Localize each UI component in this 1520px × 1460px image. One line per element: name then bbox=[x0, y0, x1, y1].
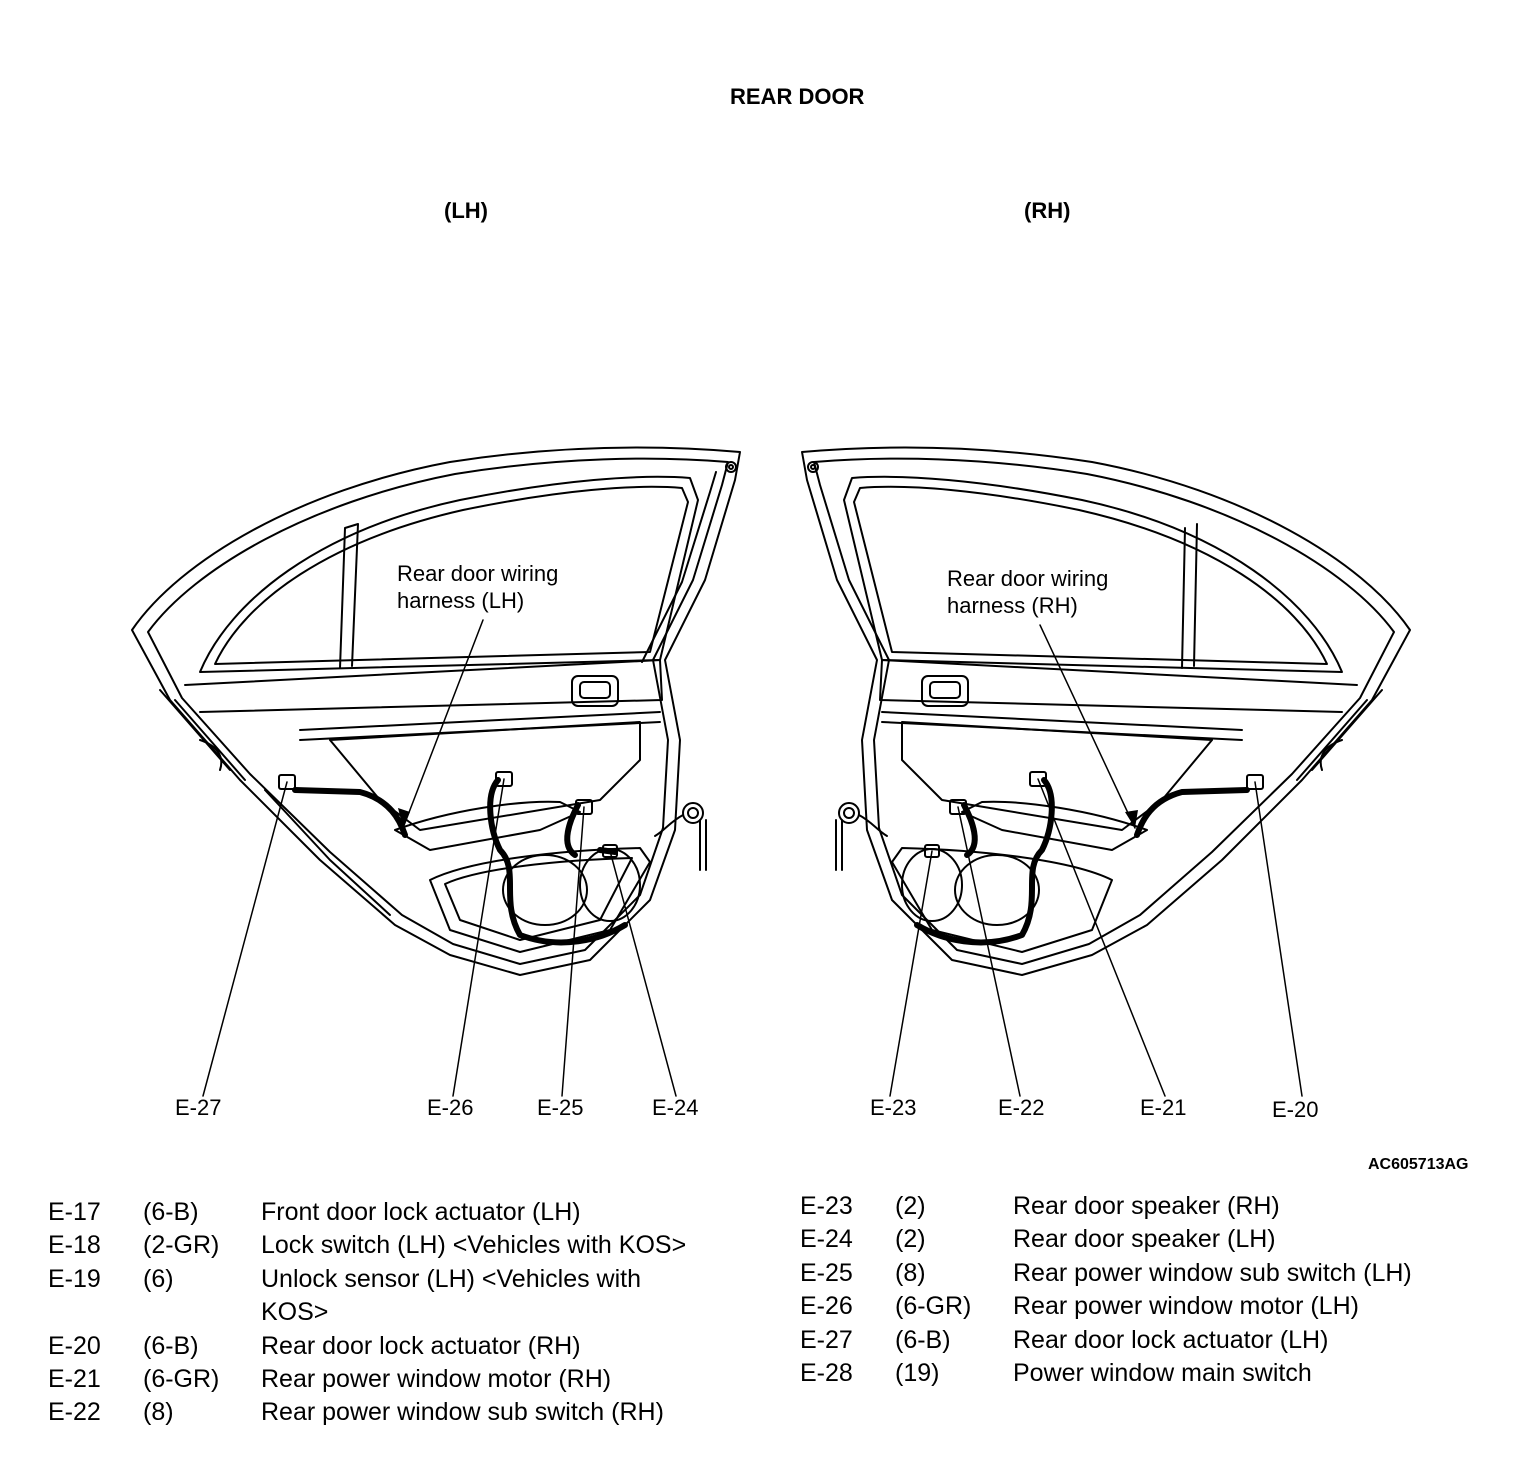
legend-connector: (8) bbox=[143, 1398, 174, 1427]
legend-row: E-26 (6-GR) Rear power window motor (LH) bbox=[800, 1290, 1500, 1323]
callout-e25: E-25 bbox=[537, 1095, 584, 1120]
legend-row: E-17 (6-B) Front door lock actuator (LH) bbox=[48, 1196, 768, 1229]
legend-code: E-28 bbox=[800, 1358, 853, 1387]
legend-code: E-17 bbox=[48, 1198, 101, 1226]
callout-e26: E-26 bbox=[427, 1095, 474, 1120]
legend-code: E-24 bbox=[800, 1225, 853, 1254]
lh-door-drawing bbox=[131, 446, 741, 1097]
legend-row: E-19 (6) Unlock sensor (LH) <Vehicles wi… bbox=[48, 1263, 768, 1330]
callout-e22: E-22 bbox=[998, 1095, 1045, 1120]
legend-description: Power window main switch bbox=[1013, 1358, 1312, 1387]
legend-code: E-23 bbox=[800, 1192, 853, 1220]
legend-connector: (6-GR) bbox=[143, 1364, 220, 1393]
legend-connector: (19) bbox=[895, 1358, 940, 1387]
legend-description: Rear power window motor (LH) bbox=[1013, 1292, 1359, 1321]
legend-code: E-27 bbox=[800, 1325, 853, 1354]
lh-label: (LH) bbox=[444, 198, 488, 223]
legend-code: E-18 bbox=[48, 1231, 101, 1260]
rh-label: (RH) bbox=[1024, 198, 1071, 223]
legend-row: E-20 (6-B) Rear door lock actuator (RH) bbox=[48, 1330, 768, 1363]
legend-description: Rear door speaker (RH) bbox=[1013, 1192, 1280, 1220]
legend-description: Rear power window motor (RH) bbox=[261, 1364, 612, 1393]
legend-description: Rear door lock actuator (RH) bbox=[261, 1331, 581, 1360]
figure-id: AC605713AG bbox=[1368, 1156, 1469, 1173]
legend-row: E-21 (6-GR) Rear power window motor (RH) bbox=[48, 1363, 768, 1396]
legend-row: E-22 (8) Rear power window sub switch (R… bbox=[48, 1396, 768, 1429]
connector-legend-right: E-23 (2) Rear door speaker (RH) E-24 (2)… bbox=[800, 1190, 1500, 1390]
legend-connector: (6-GR) bbox=[895, 1292, 972, 1321]
callout-e23: E-23 bbox=[870, 1095, 917, 1120]
legend-description: Rear door lock actuator (LH) bbox=[1013, 1325, 1329, 1354]
legend-connector: (6) bbox=[143, 1264, 174, 1293]
legend-code: E-21 bbox=[48, 1364, 101, 1393]
callout-e20: E-20 bbox=[1272, 1097, 1319, 1122]
legend-connector: (6-B) bbox=[895, 1325, 951, 1354]
legend-row: E-27 (6-B) Rear door lock actuator (LH) bbox=[800, 1324, 1500, 1357]
legend-description: Lock switch (LH) <Vehicles with KOS> bbox=[261, 1231, 687, 1260]
legend-connector: (6-B) bbox=[143, 1198, 199, 1226]
legend-description: Rear power window sub switch (LH) bbox=[1013, 1258, 1412, 1287]
legend-code: E-20 bbox=[48, 1331, 101, 1360]
legend-code: E-22 bbox=[48, 1398, 101, 1427]
legend-row: E-18 (2-GR) Lock switch (LH) <Vehicles w… bbox=[48, 1229, 768, 1262]
lh-harness-note-line2: harness (LH) bbox=[397, 588, 525, 613]
page-title: REAR DOOR bbox=[730, 84, 865, 109]
legend-row: E-24 (2) Rear door speaker (LH) bbox=[800, 1223, 1500, 1256]
legend-connector: (2) bbox=[895, 1225, 926, 1254]
legend-description: Unlock sensor (LH) <Vehicles with KOS> bbox=[261, 1264, 642, 1327]
legend-code: E-26 bbox=[800, 1292, 853, 1321]
lh-harness-note-line1: Rear door wiring bbox=[397, 561, 559, 586]
rh-harness-note-line2: harness (RH) bbox=[947, 593, 1078, 618]
callout-e27: E-27 bbox=[175, 1095, 222, 1120]
callout-e24: E-24 bbox=[652, 1095, 699, 1120]
callout-e21: E-21 bbox=[1140, 1095, 1187, 1120]
lh-harness-note: Rear door wiring harness (LH) bbox=[397, 560, 558, 614]
legend-connector: (6-B) bbox=[143, 1331, 199, 1360]
legend-description: Rear door speaker (LH) bbox=[1013, 1225, 1276, 1254]
legend-code: E-25 bbox=[800, 1258, 853, 1287]
rh-harness-note: Rear door wiring harness (RH) bbox=[947, 565, 1108, 619]
legend-code: E-19 bbox=[48, 1264, 101, 1293]
legend-connector: (2-GR) bbox=[143, 1231, 220, 1260]
legend-description: Front door lock actuator (LH) bbox=[261, 1198, 581, 1226]
legend-row: E-28 (19) Power window main switch bbox=[800, 1357, 1500, 1390]
legend-row: E-23 (2) Rear door speaker (RH) bbox=[800, 1190, 1500, 1223]
legend-connector: (2) bbox=[895, 1192, 926, 1220]
legend-connector: (8) bbox=[895, 1258, 926, 1287]
legend-row: E-25 (8) Rear power window sub switch (L… bbox=[800, 1257, 1500, 1290]
rh-harness-note-line1: Rear door wiring bbox=[947, 566, 1109, 591]
connector-legend-left: E-17 (6-B) Front door lock actuator (LH)… bbox=[48, 1196, 768, 1430]
legend-description: Rear power window sub switch (RH) bbox=[261, 1398, 664, 1427]
rh-door-drawing bbox=[801, 446, 1411, 1097]
